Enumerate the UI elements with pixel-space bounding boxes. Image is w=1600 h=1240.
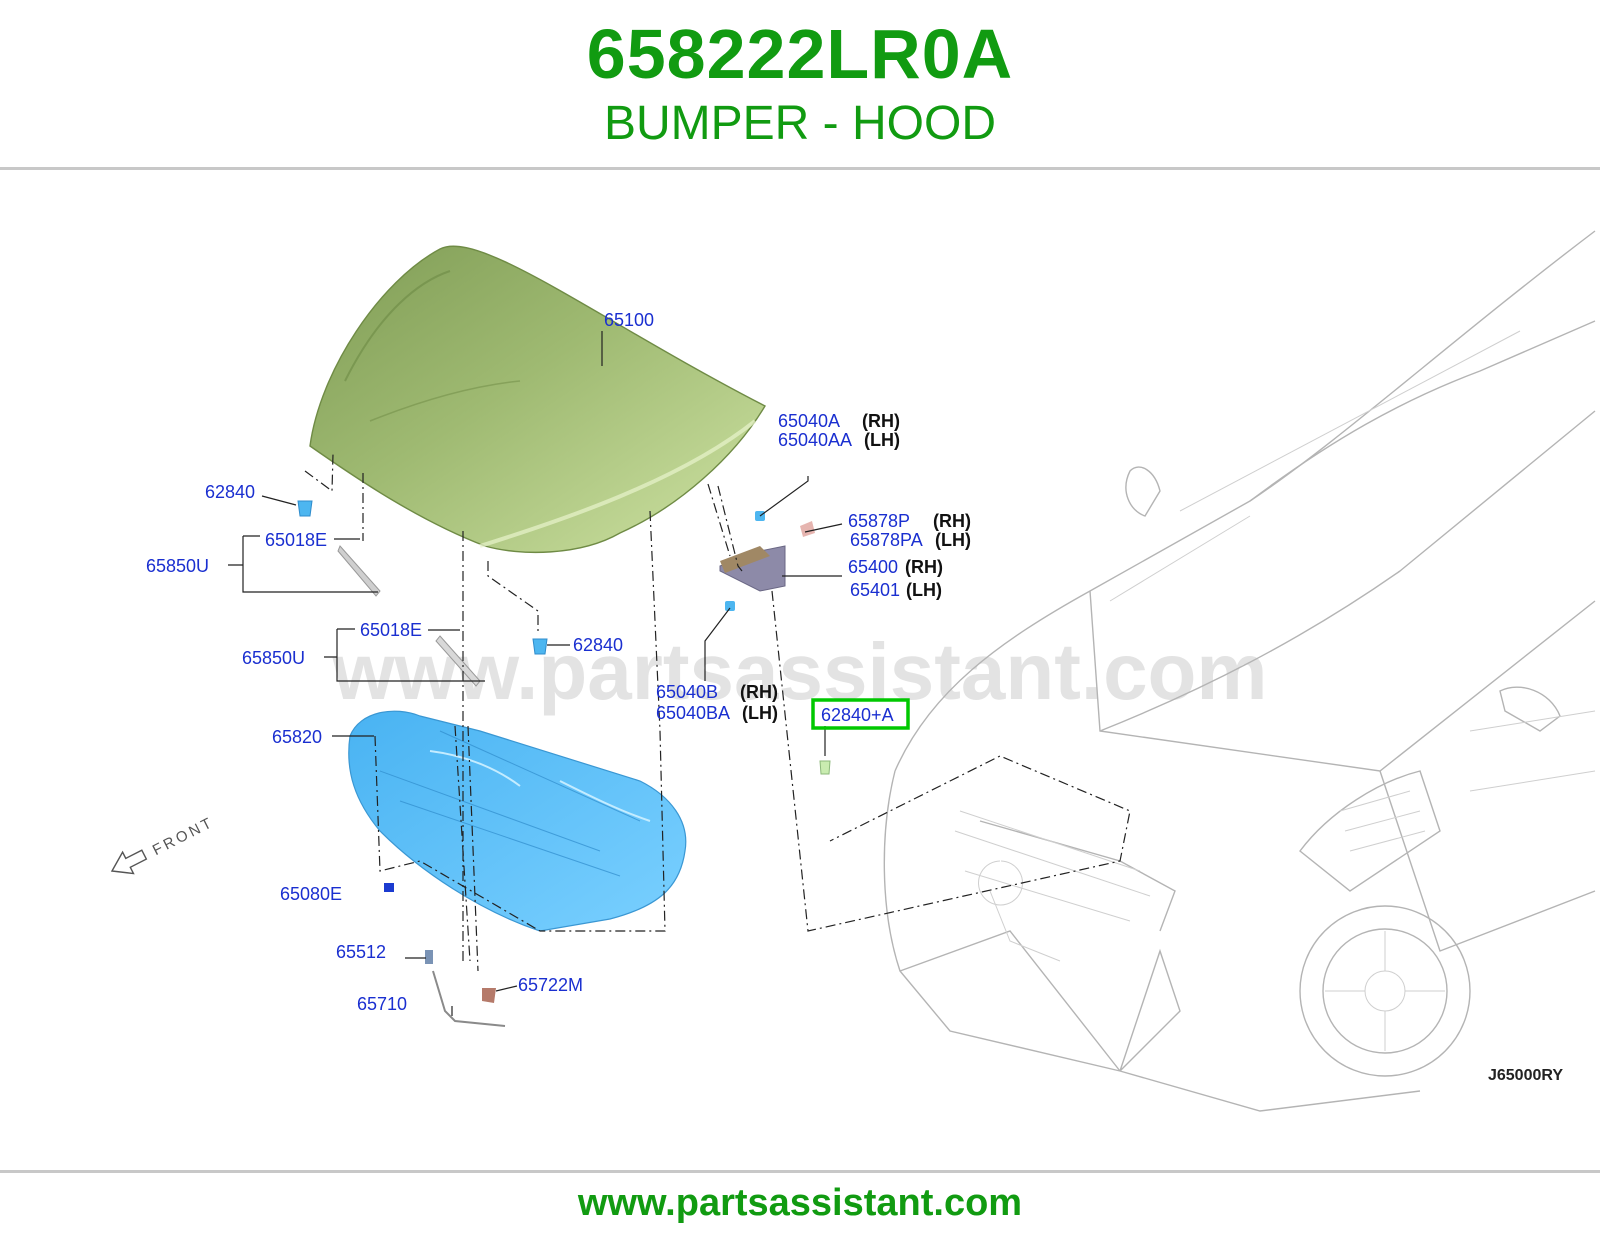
label-62840[interactable]: 62840 (205, 482, 255, 502)
footer-divider (0, 1170, 1600, 1173)
front-label: FRONT (150, 814, 217, 859)
header-divider (0, 167, 1600, 170)
label-65878pa[interactable]: 65878PA (850, 530, 923, 550)
diagram-code: J65000RY (1488, 1067, 1563, 1084)
label-65850u-lower[interactable]: 65850U (242, 648, 305, 668)
label-65722m[interactable]: 65722M (518, 975, 583, 995)
side-rh-65040a: (RH) (862, 411, 900, 431)
part-title: BUMPER - HOOD (603, 97, 996, 150)
label-65401[interactable]: 65401 (850, 580, 900, 600)
label-65710[interactable]: 65710 (357, 994, 407, 1014)
label-65100[interactable]: 65100 (604, 310, 654, 330)
label-65040b[interactable]: 65040B (656, 682, 718, 702)
label-65080e[interactable]: 65080E (280, 884, 342, 904)
label-65040a[interactable]: 65040A (778, 411, 840, 431)
side-lh-65401: (LH) (906, 580, 942, 600)
label-65018e-lower[interactable]: 65018E (360, 620, 422, 640)
leader-lines (228, 331, 843, 1016)
label-62840-mid[interactable]: 62840 (573, 635, 623, 655)
label-65018e[interactable]: 65018E (265, 530, 327, 550)
watermark: www.partsassistant.com (331, 627, 1267, 716)
page-header: 658222LR0A BUMPER - HOOD (0, 0, 1600, 168)
label-65400[interactable]: 65400 (848, 557, 898, 577)
side-rh-65400: (RH) (905, 557, 943, 577)
label-65512[interactable]: 65512 (336, 942, 386, 962)
footer-url[interactable]: www.partsassistant.com (577, 1182, 1023, 1224)
side-lh-65040ba: (LH) (742, 703, 778, 723)
side-rh-65040b: (RH) (740, 682, 778, 702)
side-lh-65040aa: (LH) (864, 430, 900, 450)
side-lh-65878pa: (LH) (935, 530, 971, 550)
side-rh-65878p: (RH) (933, 511, 971, 531)
highlight-box (811, 698, 910, 730)
label-65878p[interactable]: 65878P (848, 511, 910, 531)
label-65040ba[interactable]: 65040BA (656, 703, 730, 723)
front-direction-indicator: FRONT (110, 814, 217, 875)
hood-panel (309, 245, 766, 554)
label-65040aa[interactable]: 65040AA (778, 430, 852, 450)
part-labels: 65100 62840 65018E 65850U 65018E 65850U … (146, 310, 971, 1014)
label-62840-highlighted[interactable]: 62840+A (821, 705, 894, 725)
vehicle-outline (883, 230, 1596, 1112)
parts-diagram: www.partsassistant.com (110, 230, 1596, 1112)
label-65850u[interactable]: 65850U (146, 556, 209, 576)
hood-insulator (348, 710, 687, 932)
label-65820[interactable]: 65820 (272, 727, 322, 747)
assembly-lines (304, 453, 1131, 972)
part-number: 658222LR0A (586, 15, 1014, 93)
